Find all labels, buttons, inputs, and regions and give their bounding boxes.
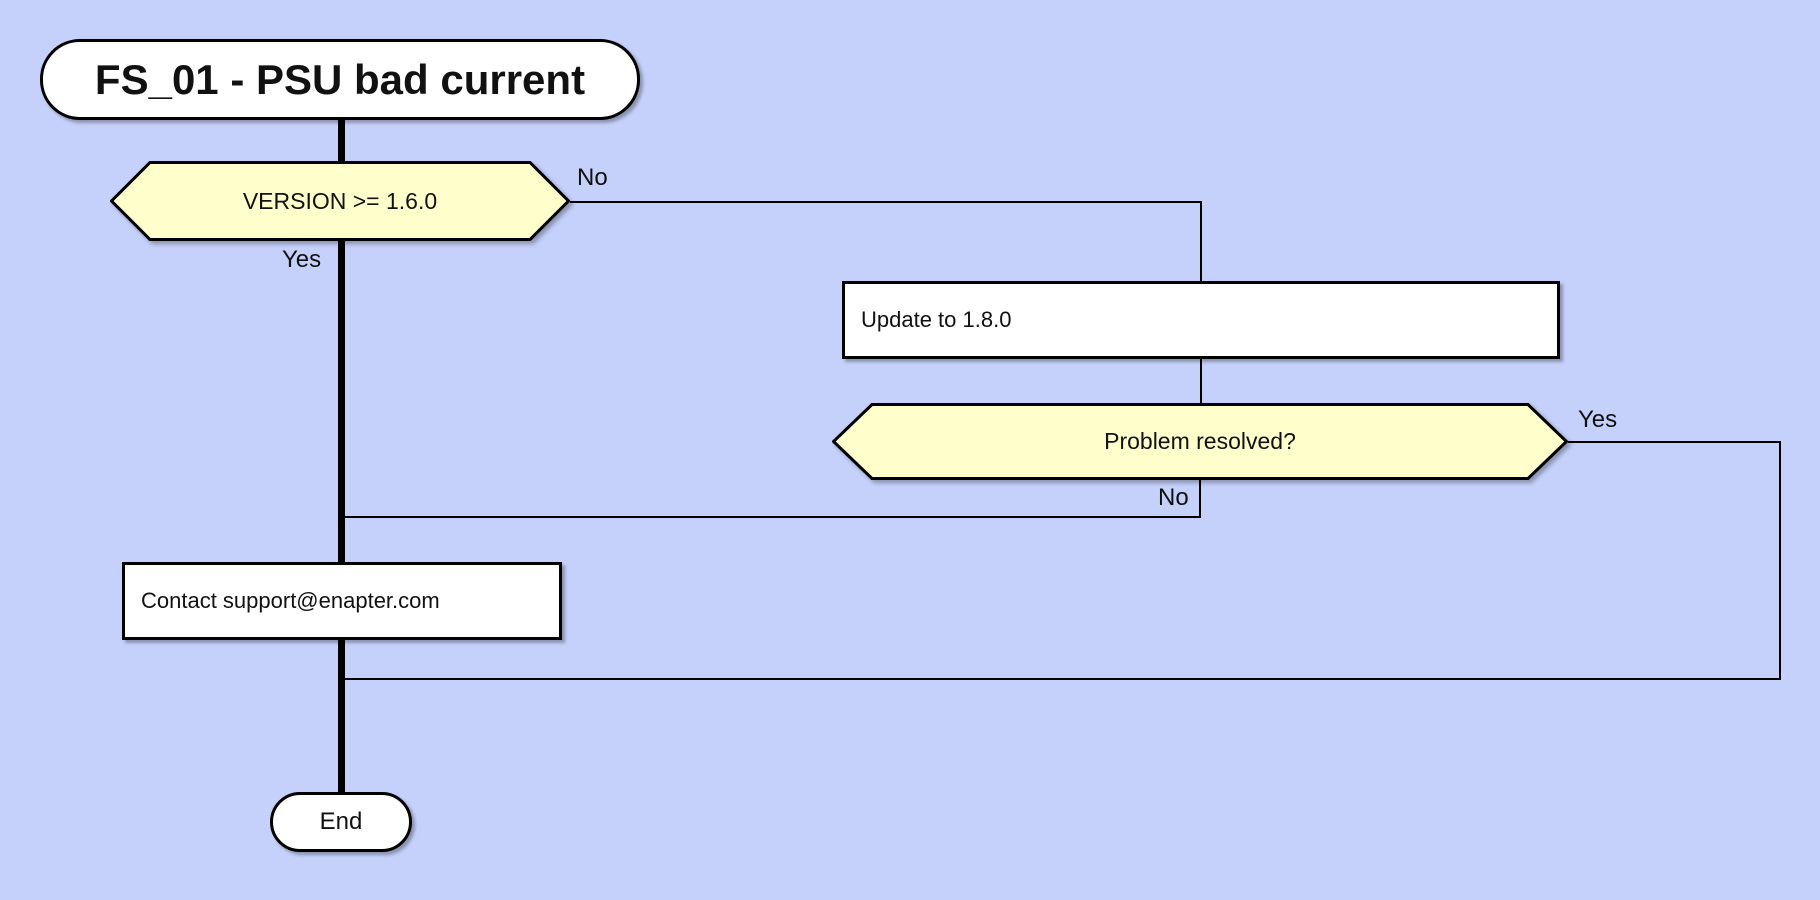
connector-resolved-yes-horizontal-bottom bbox=[343, 678, 1781, 680]
edge-label-version-yes: Yes bbox=[282, 246, 322, 273]
connector-version-yes-down bbox=[338, 241, 345, 564]
edge-label-version-no: No bbox=[577, 164, 608, 191]
start-node-label: FS_01 - PSU bad current bbox=[94, 55, 586, 103]
process-update-label: Update to 1.8.0 bbox=[861, 307, 1012, 332]
connector-resolved-no-horizontal bbox=[343, 516, 1201, 518]
connector-version-no-horizontal bbox=[570, 201, 1202, 203]
connector-update-to-resolved bbox=[1200, 359, 1202, 403]
edge-label-resolved-no: No bbox=[1158, 484, 1189, 511]
connector-resolved-no-vertical bbox=[1199, 480, 1201, 518]
end-node-label: End bbox=[319, 808, 363, 835]
process-update-node: Update to 1.8.0 bbox=[842, 281, 1560, 359]
connector-start-to-version bbox=[338, 118, 345, 164]
connector-version-no-vertical bbox=[1200, 201, 1202, 281]
edge-label-resolved-yes: Yes bbox=[1578, 406, 1618, 433]
decision-resolved-label: Problem resolved? bbox=[1104, 428, 1296, 454]
connector-resolved-yes-horizontal-top bbox=[1568, 441, 1781, 443]
process-contact-node: Contact support@enapter.com bbox=[122, 562, 562, 640]
connector-contact-to-end bbox=[338, 638, 345, 794]
end-node: End bbox=[270, 792, 412, 852]
start-node: FS_01 - PSU bad current bbox=[40, 39, 640, 120]
decision-resolved-node: Problem resolved? bbox=[832, 403, 1568, 480]
decision-version-node: VERSION >= 1.6.0 bbox=[110, 161, 570, 241]
hexagon-shape bbox=[110, 161, 570, 241]
hexagon-shape bbox=[832, 403, 1568, 480]
connector-resolved-yes-vertical bbox=[1779, 441, 1781, 680]
process-contact-label: Contact support@enapter.com bbox=[141, 588, 440, 613]
decision-version-label: VERSION >= 1.6.0 bbox=[242, 187, 438, 214]
